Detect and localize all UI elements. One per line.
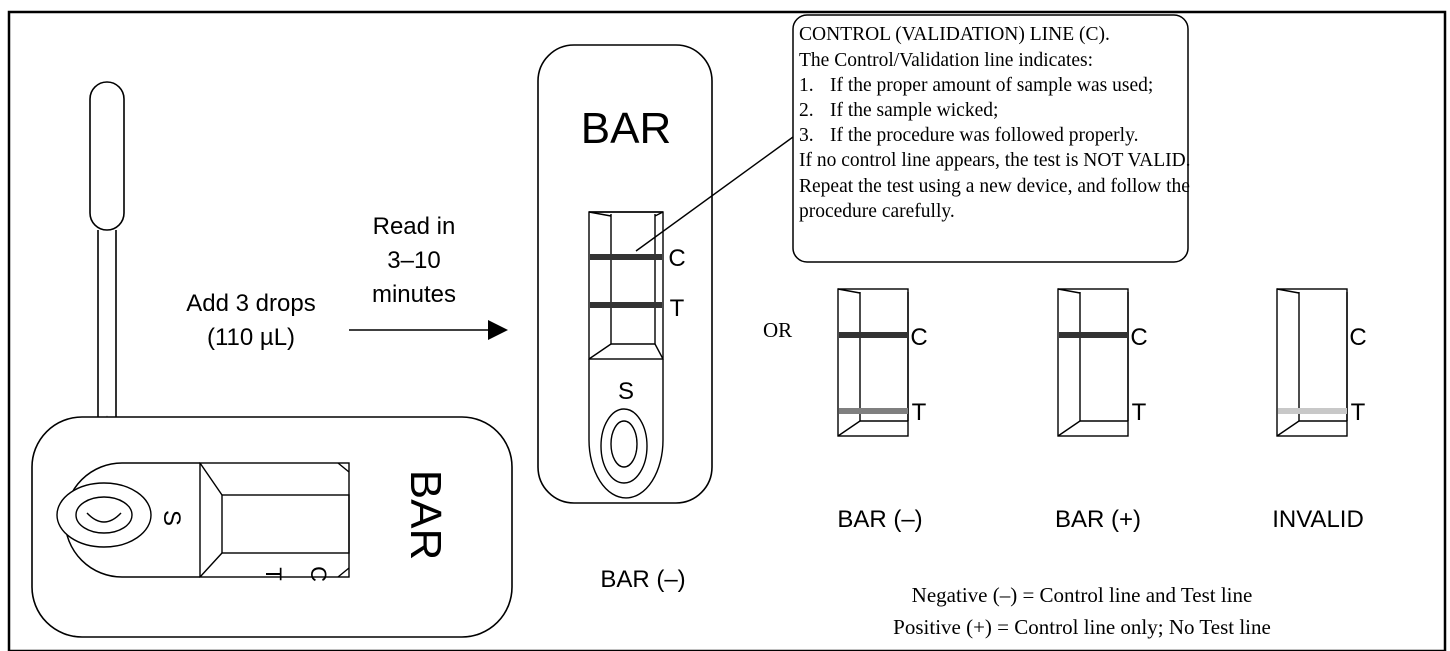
callout-title: CONTROL (VALIDATION) LINE (C).: [799, 24, 1110, 45]
result-window-bevel: [1057, 420, 1081, 437]
callout-repeat-2: procedure carefully.: [799, 201, 955, 222]
read-line1: Read in: [373, 213, 456, 240]
vertical-sample-bay: [588, 359, 664, 499]
callout-warning: If no control line appears, the test is …: [799, 150, 1191, 171]
result-test-label: T: [1132, 399, 1147, 426]
vertical-sample-well-inner: [610, 420, 638, 468]
vertical-test-label: T: [670, 295, 685, 322]
result-control-label: C: [910, 324, 927, 351]
add-drops-line2: (110 µL): [207, 324, 295, 351]
sample-well-inner: [75, 496, 133, 534]
result-window-bevel: [837, 420, 861, 437]
cassette-body: [31, 416, 513, 638]
result-window-bevel: [1276, 420, 1300, 437]
vertical-cassette: BAR C T S BAR (–): [537, 44, 713, 593]
result-window: C T INVALID: [1272, 288, 1367, 533]
vertical-cassette-body: [537, 44, 713, 504]
diagram-frame: [7, 10, 1447, 651]
test-line: [839, 408, 908, 414]
result-window-bevel: [1057, 288, 1081, 294]
result-caption: BAR (+): [1055, 506, 1141, 533]
test-line: [1278, 408, 1347, 414]
control-callout: CONTROL (VALIDATION) LINE (C). The Contr…: [792, 14, 1191, 263]
result-window-frame: [1057, 288, 1129, 437]
callout-box: [792, 14, 1189, 263]
result-window: C T BAR (–): [837, 288, 928, 533]
result-windows: C T BAR (–) C T BAR (+) C T INVALID: [837, 288, 1367, 533]
horizontal-result-window: [199, 462, 350, 578]
result-test-label: T: [912, 399, 927, 426]
result-test-label: T: [1351, 399, 1366, 426]
vertical-caption: BAR (–): [600, 566, 685, 593]
swab-tip: [89, 81, 125, 231]
callout-leader: [635, 136, 794, 252]
callout-item-num: 1.: [799, 75, 814, 96]
legend-negative: Negative (–) = Control line and Test lin…: [912, 583, 1253, 607]
result-window-bevel: [837, 288, 861, 294]
horizontal-test-label: T: [261, 567, 286, 580]
callout-item-text: If the sample wicked;: [830, 100, 998, 121]
result-caption: BAR (–): [837, 506, 922, 533]
vertical-control-line: [590, 254, 662, 260]
horizontal-cassette: S C T BAR: [31, 416, 513, 638]
vertical-brand: BAR: [581, 104, 671, 153]
callout-intro: The Control/Validation line indicates:: [799, 50, 1093, 71]
result-control-label: C: [1130, 324, 1147, 351]
sample-well-label: S: [158, 510, 185, 526]
or-label: OR: [763, 318, 792, 342]
horizontal-control-label: C: [306, 566, 331, 582]
callout-item-num: 3.: [799, 125, 814, 146]
result-control-label: C: [1349, 324, 1366, 351]
horizontal-brand: BAR: [401, 470, 450, 560]
read-line3: minutes: [372, 281, 456, 308]
callout-item-text: If the proper amount of sample was used;: [830, 75, 1153, 96]
legend-positive: Positive (+) = Control line only; No Tes…: [893, 615, 1271, 639]
callout-repeat-1: Repeat the test using a new device, and …: [799, 176, 1190, 197]
control-line: [1059, 332, 1128, 338]
vertical-control-label: C: [668, 245, 685, 272]
result-window: C T BAR (+): [1055, 288, 1148, 533]
vertical-result-window: [588, 211, 664, 360]
callout-item-text: If the procedure was followed properly.: [830, 125, 1138, 146]
vertical-sample-label: S: [618, 378, 634, 405]
control-line: [839, 332, 908, 338]
result-window-bevel: [1276, 288, 1300, 294]
swab-icon: [89, 81, 125, 418]
vertical-test-line: [590, 302, 662, 308]
arrow-right-icon: [349, 320, 508, 340]
read-line2: 3–10: [387, 247, 440, 274]
callout-item-num: 2.: [799, 100, 814, 121]
add-drops-line1: Add 3 drops: [186, 290, 315, 317]
result-caption: INVALID: [1272, 506, 1364, 533]
